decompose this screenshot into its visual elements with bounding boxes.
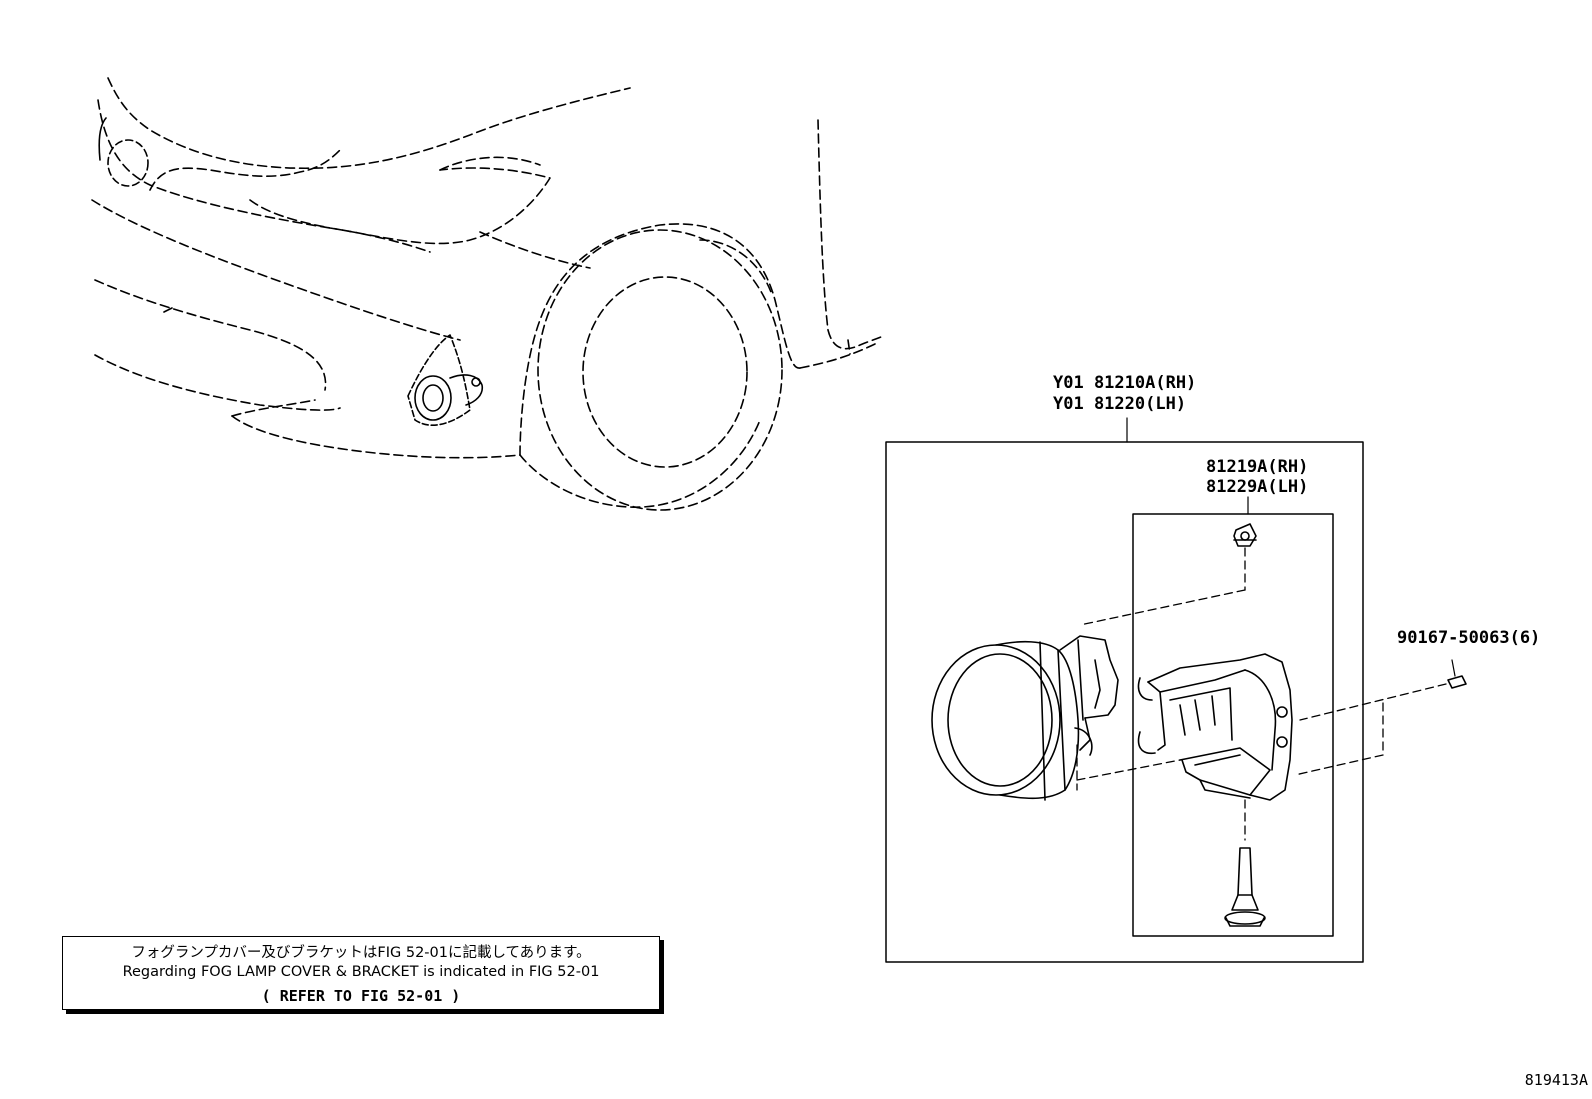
reference-note: フォグランプカバー及びブラケットはFIG 52-01に記載してあります。 Reg…: [62, 936, 660, 1010]
front-wheel: [537, 229, 783, 511]
vehicle-front-outline: [91, 77, 886, 508]
bracket-box: [1132, 513, 1334, 937]
adjuster-screw-part: [1224, 847, 1266, 927]
note-english: Regarding FOG LAMP COVER & BRACKET is in…: [122, 964, 600, 980]
fog-lamp-unit: [931, 635, 1119, 801]
headlamp-outline: [98, 117, 149, 187]
screw-part: [1447, 659, 1467, 689]
note-japanese: フォグランプカバー及びブラケットはFIG 52-01に記載してあります。: [131, 945, 591, 961]
figure-id: 819413A: [1524, 1071, 1588, 1089]
bracket-lh-label: 81229A(LH): [1206, 477, 1309, 497]
screw-label: 90167-50063(6): [1397, 628, 1541, 648]
bracket-rh-label: 81219A(RH): [1206, 457, 1309, 477]
assembly-rh-label: Y01 81210A(RH): [1053, 373, 1197, 393]
nut-part: [1233, 523, 1257, 547]
note-reference: ( REFER TO FIG 52-01 ): [261, 987, 461, 1005]
assembly-lh-label: Y01 81220(LH): [1053, 394, 1187, 414]
vehicle-fog-lamp: [407, 334, 484, 426]
bracket-part: [1137, 653, 1293, 801]
assembly-box: [885, 441, 1364, 963]
